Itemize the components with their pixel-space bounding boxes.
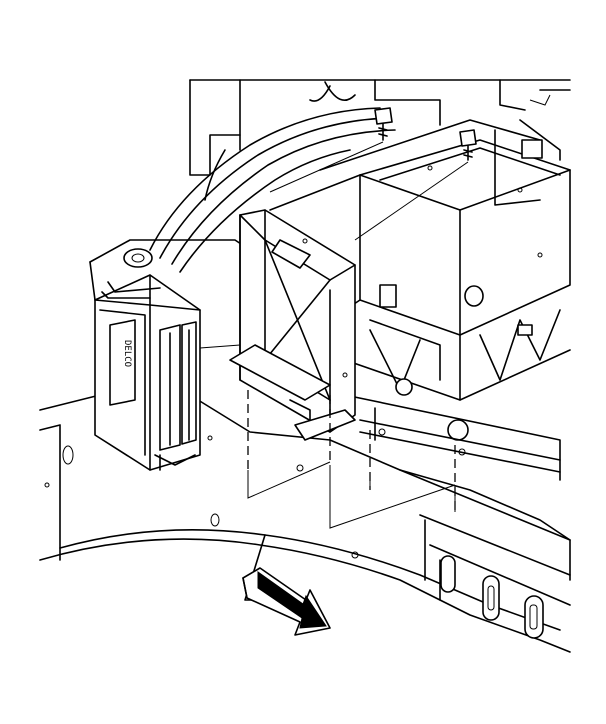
frame-rail — [399, 469, 571, 639]
module-bracket — [229, 209, 356, 441]
front-direction-arrow — [242, 567, 331, 636]
bolt-left — [374, 107, 393, 141]
wiring-harness — [149, 107, 396, 273]
engine-control-module: DELCO — [94, 274, 201, 471]
leader-lines — [199, 141, 469, 529]
module-brand-label: DELCO — [122, 340, 132, 367]
lower-rail — [344, 394, 561, 481]
bolt-right — [459, 129, 477, 161]
firewall-structure — [189, 79, 571, 201]
